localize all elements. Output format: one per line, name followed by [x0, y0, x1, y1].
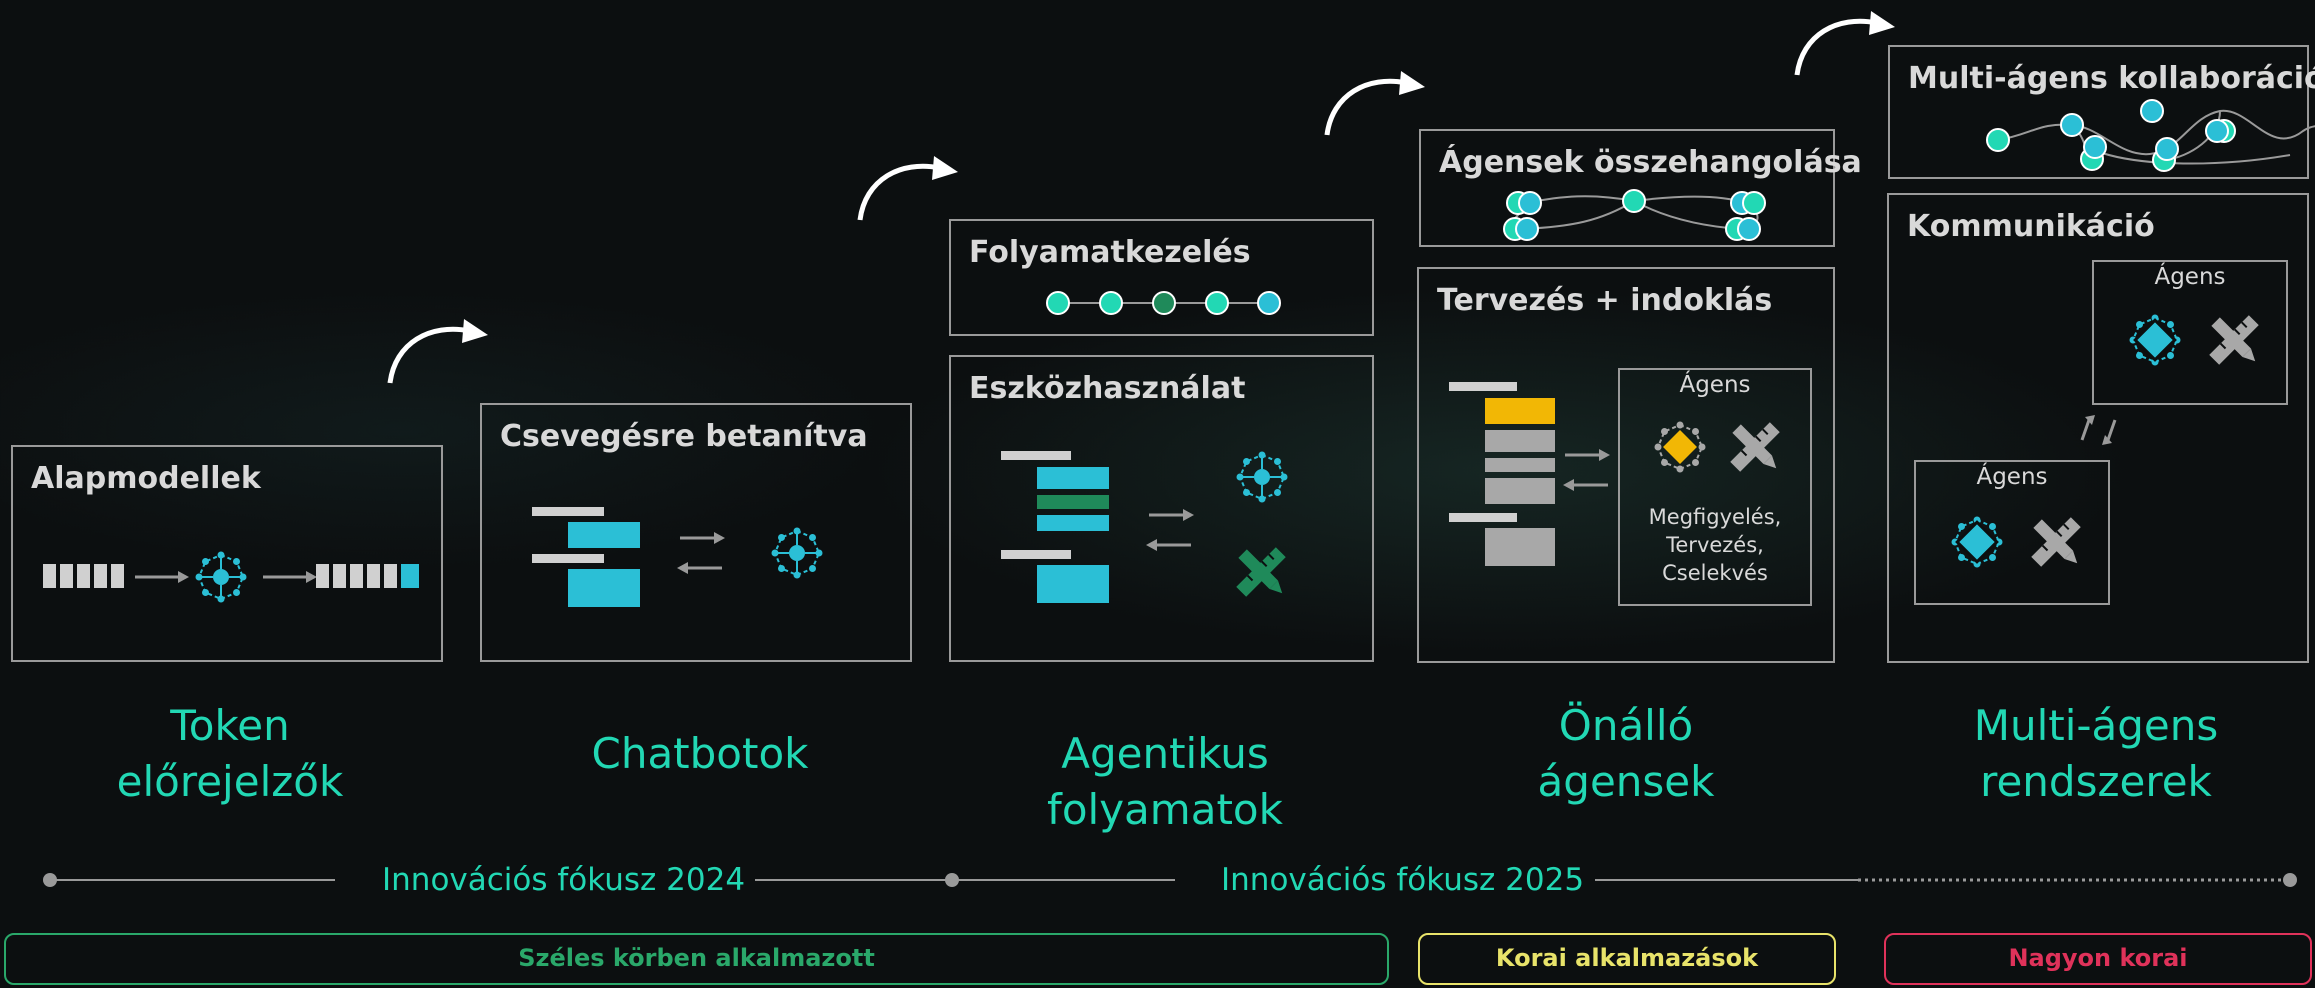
panel-alapmodellek: Alapmodellek: [11, 445, 443, 662]
adoption-very-early: Nagyon korai: [1884, 933, 2312, 985]
agent-box: Ágens: [1914, 460, 2110, 605]
neural-net-icon: [1654, 421, 1706, 473]
timeline: [43, 873, 2297, 887]
tool-use-diagram: [1001, 450, 1289, 603]
panel-kommunikacio: Kommunikáció Ágens Ágens: [1887, 193, 2309, 663]
agent-icons: [1654, 421, 1782, 474]
pencil-ruler-icon: [1729, 421, 1782, 474]
panel-kollaboracio: Multi-ágens kollaboráció: [1888, 45, 2315, 179]
token-prediction-diagram: [43, 550, 419, 604]
agent-icons: [1950, 515, 2083, 569]
communication-arrows: [2080, 415, 2117, 445]
panel-title: Folyamatkezelés: [969, 235, 1251, 270]
agent-label: Ágens: [1679, 372, 1751, 398]
collaboration-diagram: [1986, 99, 2315, 172]
panel-title: Multi-ágens kollaboráció: [1908, 61, 2315, 96]
pencil-ruler-icon: [1235, 546, 1288, 599]
panel-title: Kommunikáció: [1907, 209, 2155, 244]
panel-tervezes: Tervezés + indoklás Ágens: [1417, 267, 1835, 663]
neural-net-icon: [770, 526, 824, 580]
neural-net-icon: [1235, 450, 1289, 504]
agent-label: Ágens: [2154, 264, 2226, 290]
token-block-icon: [43, 564, 124, 588]
focus-2024-label: Innovációs fókusz 2024: [382, 862, 746, 898]
agent-box: Ágens Megfigyelés, Tervezés, Cselekvés: [1618, 368, 1812, 606]
chat-diagram: [532, 507, 824, 607]
adoption-early: Korai alkalmazások: [1418, 933, 1836, 985]
stage-label-multiagent: Multi-ágens rendszerek: [1973, 701, 2219, 806]
adoption-wide: Széles körben alkalmazott: [4, 933, 1389, 985]
focus-2025-label: Innovációs fókusz 2025: [1221, 862, 1585, 898]
agent-caption: Megfigyelés, Tervezés, Cselekvés: [1648, 505, 1782, 585]
panel-title: Csevegésre betanítva: [500, 419, 868, 454]
stage-label-chatbot: Chatbotok: [591, 729, 809, 778]
panel-title: Alapmodellek: [31, 461, 261, 496]
neural-net-icon: [194, 550, 248, 604]
panel-title: Eszközhasználat: [969, 371, 1246, 406]
panel-title: Ágensek összehangolása: [1439, 145, 1862, 180]
panel-csevegesre: Csevegésre betanítva: [480, 403, 912, 662]
agent-icons: [2128, 313, 2261, 367]
panel-eszkozhasznalat: Eszközhasználat: [949, 355, 1374, 662]
agent-label: Ágens: [1976, 464, 2048, 490]
panel-osszehangolas: Ágensek összehangolása: [1419, 129, 1862, 247]
orchestration-diagram: [1503, 189, 1766, 241]
arrow-curve-icon: [390, 323, 500, 393]
process-chain-diagram: [1046, 291, 1281, 315]
stage-label-autonomous: Önálló ágensek: [1537, 701, 1715, 806]
agent-box: Ágens: [2092, 260, 2288, 405]
panel-folyamatkezeles: Folyamatkezelés: [949, 219, 1374, 336]
planning-diagram: [1449, 382, 1610, 566]
stage-label-token: Token előrejelzők: [116, 701, 344, 806]
panel-title: Tervezés + indoklás: [1437, 283, 1773, 318]
stage-label-agentic: Agentikus folyamatok: [1047, 729, 1283, 834]
